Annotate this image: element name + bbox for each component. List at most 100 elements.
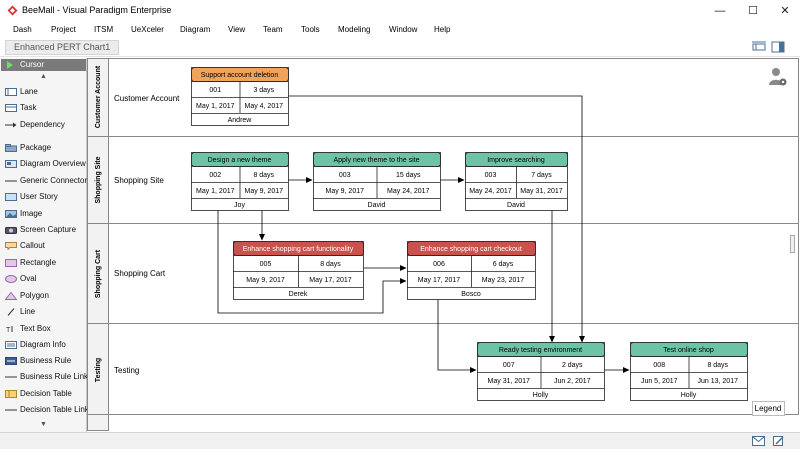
task-duration: 6 days	[493, 261, 514, 268]
layout-icon[interactable]	[752, 41, 766, 53]
palette-item-text-box[interactable]: T Text Box	[0, 322, 86, 336]
palette-item-label: Image	[20, 209, 43, 218]
palette-item-polygon[interactable]: Polygon	[0, 289, 86, 303]
palette-item-label: Diagram Overview	[20, 159, 86, 168]
task-title: Enhance shopping cart checkout	[420, 246, 522, 253]
palette-item-label: Line	[20, 307, 36, 316]
task-end-date: May 24, 2017	[387, 188, 430, 195]
task-end-date: May 17, 2017	[309, 277, 352, 284]
task-owner: Holly	[533, 392, 549, 399]
task-owner: Joy	[234, 202, 245, 209]
task-duration: 8 days	[253, 172, 274, 179]
task-title: Apply new theme to the site	[334, 157, 420, 164]
menu-project[interactable]: Project	[51, 25, 76, 34]
lane-vertical-label: Testing	[95, 358, 102, 382]
palette-item-rectangle[interactable]: Rectangle	[0, 256, 86, 270]
task-end-date: May 4, 2017	[244, 103, 283, 110]
task-start-date: May 9, 2017	[246, 277, 285, 284]
link-line-icon	[5, 376, 17, 378]
task-icon	[5, 104, 17, 112]
palette-item-business-rule-link[interactable]: Business Rule Link	[0, 370, 88, 384]
palette-item-label: Rectangle	[20, 258, 57, 267]
close-button[interactable]: ✕	[780, 5, 790, 17]
palette-scroll-up-icon[interactable]: ▲	[40, 73, 47, 80]
dependency-connector[interactable]	[288, 95, 585, 343]
dependency-connector[interactable]	[437, 298, 477, 373]
palette-item-image[interactable]: Image	[0, 207, 86, 221]
palette-item-screen-capture[interactable]: Screen Capture	[0, 223, 86, 237]
task-duration: 15 days	[396, 172, 421, 179]
palette-item-callout[interactable]: Callout	[0, 239, 86, 253]
text-box-icon: T	[6, 326, 13, 333]
task-owner: Andrew	[228, 117, 253, 124]
task-end-date: May 23, 2017	[482, 277, 525, 284]
menu-itsm[interactable]: ITSM	[94, 25, 114, 34]
dependency-connector[interactable]	[217, 208, 407, 314]
palette-item-package[interactable]: Package	[0, 141, 86, 155]
task-duration: 7 days	[531, 172, 552, 179]
diagram-tab[interactable]: Enhanced PERT Chart1	[5, 40, 120, 55]
menu-modeling[interactable]: Modeling	[338, 25, 371, 34]
maximize-button[interactable]: ☐	[748, 5, 758, 17]
task-duration: 8 days	[320, 261, 341, 268]
task-end-date: Jun 2, 2017	[554, 378, 591, 385]
palette-item-oval[interactable]: Oval	[0, 272, 86, 286]
task-end-date: May 9, 2017	[244, 188, 283, 195]
dependency-arrow-icon	[5, 122, 17, 128]
task-title: Support account deletion	[201, 72, 279, 79]
palette-item-user-story[interactable]: User Story	[0, 190, 86, 204]
palette-scroll-down-icon[interactable]: ▼	[40, 421, 47, 428]
menu-help[interactable]: Help	[434, 25, 451, 34]
palette-item-diagram-info[interactable]: Diagram Info	[0, 338, 86, 352]
menu-diagram[interactable]: Diagram	[180, 25, 211, 34]
decision-table-icon	[5, 390, 17, 398]
palette-item-business-rule[interactable]: Business Rule	[0, 354, 86, 368]
menu-window[interactable]: Window	[389, 25, 418, 34]
palette-cursor[interactable]: Cursor	[1, 59, 86, 71]
line-icon	[7, 308, 15, 316]
task-duration: 8 days	[707, 362, 728, 369]
menu-dash[interactable]: Dash	[13, 25, 32, 34]
palette-item-label: Dependency	[20, 120, 65, 129]
mail-icon[interactable]	[752, 436, 765, 446]
lane-name: Shopping Site	[114, 176, 164, 185]
palette-item-task[interactable]: Task	[0, 101, 86, 115]
status-bar	[0, 432, 800, 449]
task-duration: 2 days	[562, 362, 583, 369]
svg-text:T: T	[6, 327, 11, 333]
palette-item-decision-table-link[interactable]: Decision Table Link	[0, 403, 89, 417]
menu-uexceler[interactable]: UeXceler	[131, 25, 164, 34]
edit-document-icon[interactable]	[772, 436, 785, 446]
task-id: 003	[485, 172, 497, 179]
task-id: 008	[653, 362, 665, 369]
legend-label: Legend	[755, 404, 782, 413]
palette-item-generic-connector[interactable]: Generic Connector	[0, 174, 87, 188]
palette-item-decision-table[interactable]: Decision Table	[0, 387, 86, 401]
user-avatar-icon[interactable]	[769, 68, 787, 86]
palette-item-diagram-overview[interactable]: Diagram Overview	[0, 157, 86, 171]
panel-toggle-icon[interactable]	[771, 41, 785, 53]
palette-item-line[interactable]: Line	[0, 305, 86, 319]
menu-tools[interactable]: Tools	[301, 25, 320, 34]
minimize-button[interactable]: —	[714, 5, 726, 17]
palette-item-label: Oval	[20, 274, 37, 283]
menu-view[interactable]: View	[228, 25, 246, 34]
palette-item-label: Polygon	[20, 291, 49, 300]
diagram-toolbar: Enhanced PERT Chart1	[0, 38, 800, 57]
palette-item-dependency[interactable]: Dependency	[0, 118, 86, 132]
palette-item-label: Business Rule	[20, 356, 72, 365]
menu-team[interactable]: Team	[263, 25, 283, 34]
diagram-canvas[interactable]: Customer Account Shopping Site Shopping …	[87, 58, 800, 432]
canvas-scrollbar-thumb[interactable]	[790, 235, 795, 253]
legend-button[interactable]	[752, 401, 785, 416]
palette-item-lane[interactable]: Lane	[0, 85, 86, 99]
palette-item-label: Diagram Info	[20, 340, 66, 349]
